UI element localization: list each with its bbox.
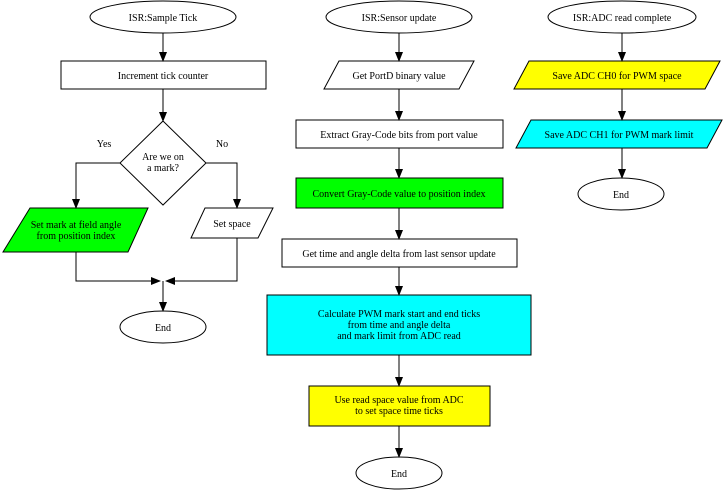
io-parallelogram [323, 60, 475, 90]
node-label: Increment tick counter [118, 71, 209, 82]
node-label-line: Get time and angle delta from last senso… [302, 249, 496, 260]
node-label-line: Increment tick counter [118, 71, 209, 82]
process-box [295, 119, 504, 149]
node-label-line: from time and angle delta [348, 320, 451, 331]
node-isr-adc: ISR:ADC read complete [547, 0, 697, 34]
node-label: ISR:Sensor update [362, 13, 437, 24]
node-isr-sensor-update: ISR:Sensor update [325, 0, 473, 34]
process-box [266, 294, 532, 356]
node-label: Set space [213, 219, 251, 230]
node-extract-gray: Extract Gray-Code bits from port value [295, 119, 504, 149]
node-label: Get PortD binary value [352, 71, 446, 82]
node-label-line: End [391, 469, 407, 480]
node-get-time-angle: Get time and angle delta from last senso… [281, 238, 518, 268]
node-label-line: End [155, 323, 171, 334]
node-save-ch0: Save ADC CH0 for PWM space [513, 60, 721, 90]
node-label: ISR:ADC read complete [573, 13, 672, 24]
node-convert-gray: Convert Gray-Code value to position inde… [295, 177, 504, 209]
node-label: ISR:Sample Tick [129, 13, 198, 24]
node-label: Extract Gray-Code bits from port value [320, 130, 478, 141]
edge-label-yes: Yes [97, 139, 112, 150]
node-label: Save ADC CH1 for PWM mark limit [545, 130, 694, 141]
node-label-line: Calculate PWM mark start and end ticks [318, 309, 480, 320]
process-box [281, 238, 518, 268]
edge-line [72, 162, 120, 209]
decision-diamond [119, 120, 207, 206]
node-increment-tick: Increment tick counter [60, 60, 267, 90]
io-parallelogram [190, 207, 274, 239]
node-label-line: Set space [213, 219, 251, 230]
node-label: End [613, 190, 629, 201]
edge-line [206, 162, 241, 209]
node-label-line: Are we on [142, 152, 184, 163]
process-box [308, 385, 491, 427]
node-label-line: ISR:ADC read complete [573, 13, 672, 24]
node-label-line: End [613, 190, 629, 201]
io-parallelogram [515, 119, 723, 149]
node-label-line: ISR:Sensor update [362, 13, 437, 24]
node-label: End [391, 469, 407, 480]
node-get-portd: Get PortD binary value [323, 60, 475, 90]
node-end-tick: End [119, 310, 207, 344]
node-label-line: Save ADC CH0 for PWM space [552, 71, 682, 82]
node-label-line: and mark limit from ADC read [337, 331, 461, 342]
node-label-line: Convert Gray-Code value to position inde… [312, 189, 485, 200]
node-label: Save ADC CH0 for PWM space [552, 71, 682, 82]
node-label: Get time and angle delta from last senso… [302, 249, 496, 260]
process-box [295, 177, 504, 209]
node-label-line: a mark? [147, 163, 179, 174]
node-label-line: Extract Gray-Code bits from port value [320, 130, 478, 141]
io-parallelogram [513, 60, 721, 90]
node-label: End [155, 323, 171, 334]
node-label-line: Get PortD binary value [352, 71, 446, 82]
edge-line [165, 238, 238, 285]
edge-line [75, 252, 161, 285]
node-label-line: Set mark at field angle [31, 220, 122, 231]
node-label-line: from position index [37, 231, 116, 242]
node-end-sensor: End [355, 456, 443, 490]
node-save-ch1: Save ADC CH1 for PWM mark limit [515, 119, 723, 149]
node-isr-sample-tick: ISR:Sample Tick [89, 0, 237, 34]
node-label-line: to set space time ticks [355, 406, 443, 417]
edge-label-no: No [216, 139, 228, 150]
io-parallelogram [2, 207, 149, 253]
node-end-adc: End [577, 177, 665, 211]
node-label-line: Save ADC CH1 for PWM mark limit [545, 130, 694, 141]
node-label: Convert Gray-Code value to position inde… [312, 189, 485, 200]
node-label-line: Use read space value from ADC [334, 395, 463, 406]
node-set-space: Set space [190, 207, 274, 239]
process-box [60, 60, 267, 90]
node-label-line: ISR:Sample Tick [129, 13, 198, 24]
